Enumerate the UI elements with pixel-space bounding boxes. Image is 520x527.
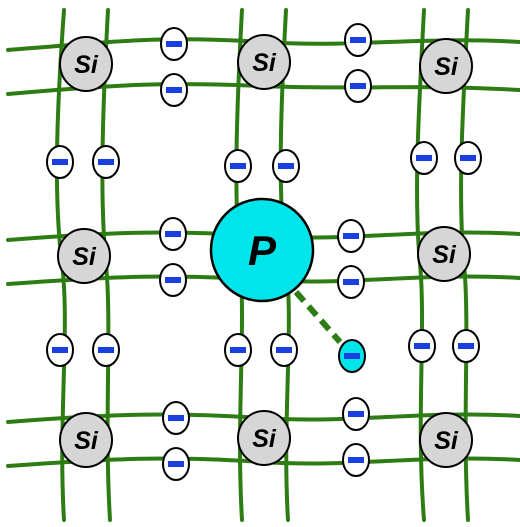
si-label: Si bbox=[74, 51, 99, 79]
free-electron bbox=[338, 339, 366, 373]
free-electron-bond bbox=[293, 290, 343, 344]
si-atom: Si bbox=[237, 34, 291, 90]
electron bbox=[342, 443, 370, 477]
si-label: Si bbox=[72, 243, 97, 271]
si-label: Si bbox=[434, 427, 459, 455]
si-label: Si bbox=[432, 241, 457, 269]
electron bbox=[162, 401, 190, 435]
electron bbox=[344, 23, 372, 57]
electron bbox=[46, 145, 74, 179]
electron bbox=[160, 73, 188, 107]
electron bbox=[408, 329, 436, 363]
electron bbox=[159, 217, 187, 251]
electron bbox=[270, 333, 298, 367]
electron bbox=[46, 333, 74, 367]
electron bbox=[454, 141, 482, 175]
si-label: Si bbox=[252, 49, 277, 77]
si-atom: Si bbox=[237, 410, 291, 466]
si-label: Si bbox=[74, 427, 99, 455]
si-atom: Si bbox=[417, 226, 471, 282]
si-label: Si bbox=[252, 425, 277, 453]
electron bbox=[452, 329, 480, 363]
electron bbox=[92, 333, 120, 367]
electron bbox=[224, 333, 252, 367]
phosphorus-atom: P bbox=[209, 197, 315, 303]
electron bbox=[160, 27, 188, 61]
electron bbox=[410, 141, 438, 175]
electron bbox=[224, 149, 252, 183]
electron bbox=[272, 149, 300, 183]
si-atom: Si bbox=[59, 412, 113, 468]
p-label: P bbox=[248, 227, 277, 274]
si-atom: Si bbox=[57, 228, 111, 284]
electron bbox=[337, 265, 365, 299]
si-atom: Si bbox=[419, 412, 473, 468]
electron bbox=[342, 397, 370, 431]
bond-electrons bbox=[46, 23, 482, 481]
electron bbox=[92, 145, 120, 179]
electron bbox=[162, 447, 190, 481]
si-label: Si bbox=[434, 53, 459, 81]
electron bbox=[344, 69, 372, 103]
electron bbox=[337, 219, 365, 253]
silicon-atoms: Si Si Si Si Si Si Si Si bbox=[57, 34, 473, 468]
si-atom: Si bbox=[59, 36, 113, 92]
electron bbox=[159, 263, 187, 297]
si-atom: Si bbox=[419, 38, 473, 94]
